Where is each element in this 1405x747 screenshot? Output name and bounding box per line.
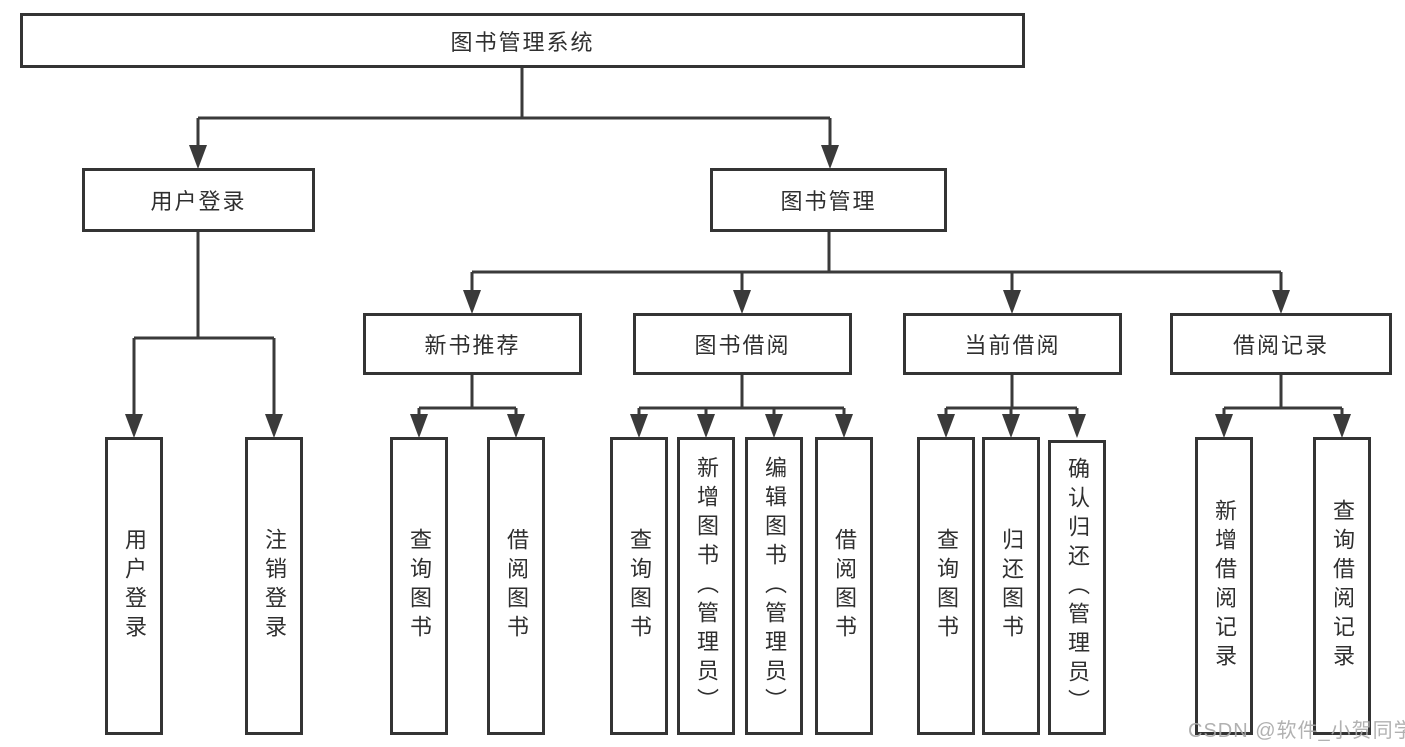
connector-current-children — [944, 375, 1079, 416]
connector-borrowing-children — [637, 375, 846, 416]
node-confirm-return-admin: 确认归还（管理员） — [1048, 440, 1106, 735]
connector-root-to-level2 — [196, 68, 832, 148]
node-book-management: 图书管理 — [710, 168, 947, 232]
node-edit-books-admin: 编辑图书（管理员） — [745, 437, 803, 735]
node-library-management-system: 图书管理系统 — [20, 13, 1025, 68]
node-add-borrow-record: 新增借阅记录 — [1195, 437, 1253, 735]
node-borrow-books-borrowing: 借阅图书 — [815, 437, 873, 735]
node-user-login: 用户登录 — [82, 168, 315, 232]
arrowheads — [125, 145, 1351, 438]
csdn-watermark: CSDN @软件_小贺同学 — [1188, 720, 1405, 742]
connector-recommend-children — [417, 375, 518, 416]
connector-user-login-children — [132, 232, 276, 416]
connector-book-mgmt-children — [470, 232, 1283, 292]
node-logout-action: 注销登录 — [245, 437, 303, 735]
node-new-book-recommendation: 新书推荐 — [363, 313, 582, 375]
node-query-books-recommend: 查询图书 — [390, 437, 448, 735]
connector-records-children — [1222, 375, 1344, 416]
node-borrow-books-recommend: 借阅图书 — [487, 437, 545, 735]
node-query-borrow-record: 查询借阅记录 — [1313, 437, 1371, 735]
node-add-books-admin: 新增图书（管理员） — [677, 437, 735, 735]
node-return-books: 归还图书 — [982, 437, 1040, 735]
node-query-books-current: 查询图书 — [917, 437, 975, 735]
node-book-borrowing: 图书借阅 — [633, 313, 852, 375]
node-query-books-borrowing: 查询图书 — [610, 437, 668, 735]
node-user-login-action: 用户登录 — [105, 437, 163, 735]
node-borrowing-records: 借阅记录 — [1170, 313, 1392, 375]
node-current-borrowing: 当前借阅 — [903, 313, 1122, 375]
